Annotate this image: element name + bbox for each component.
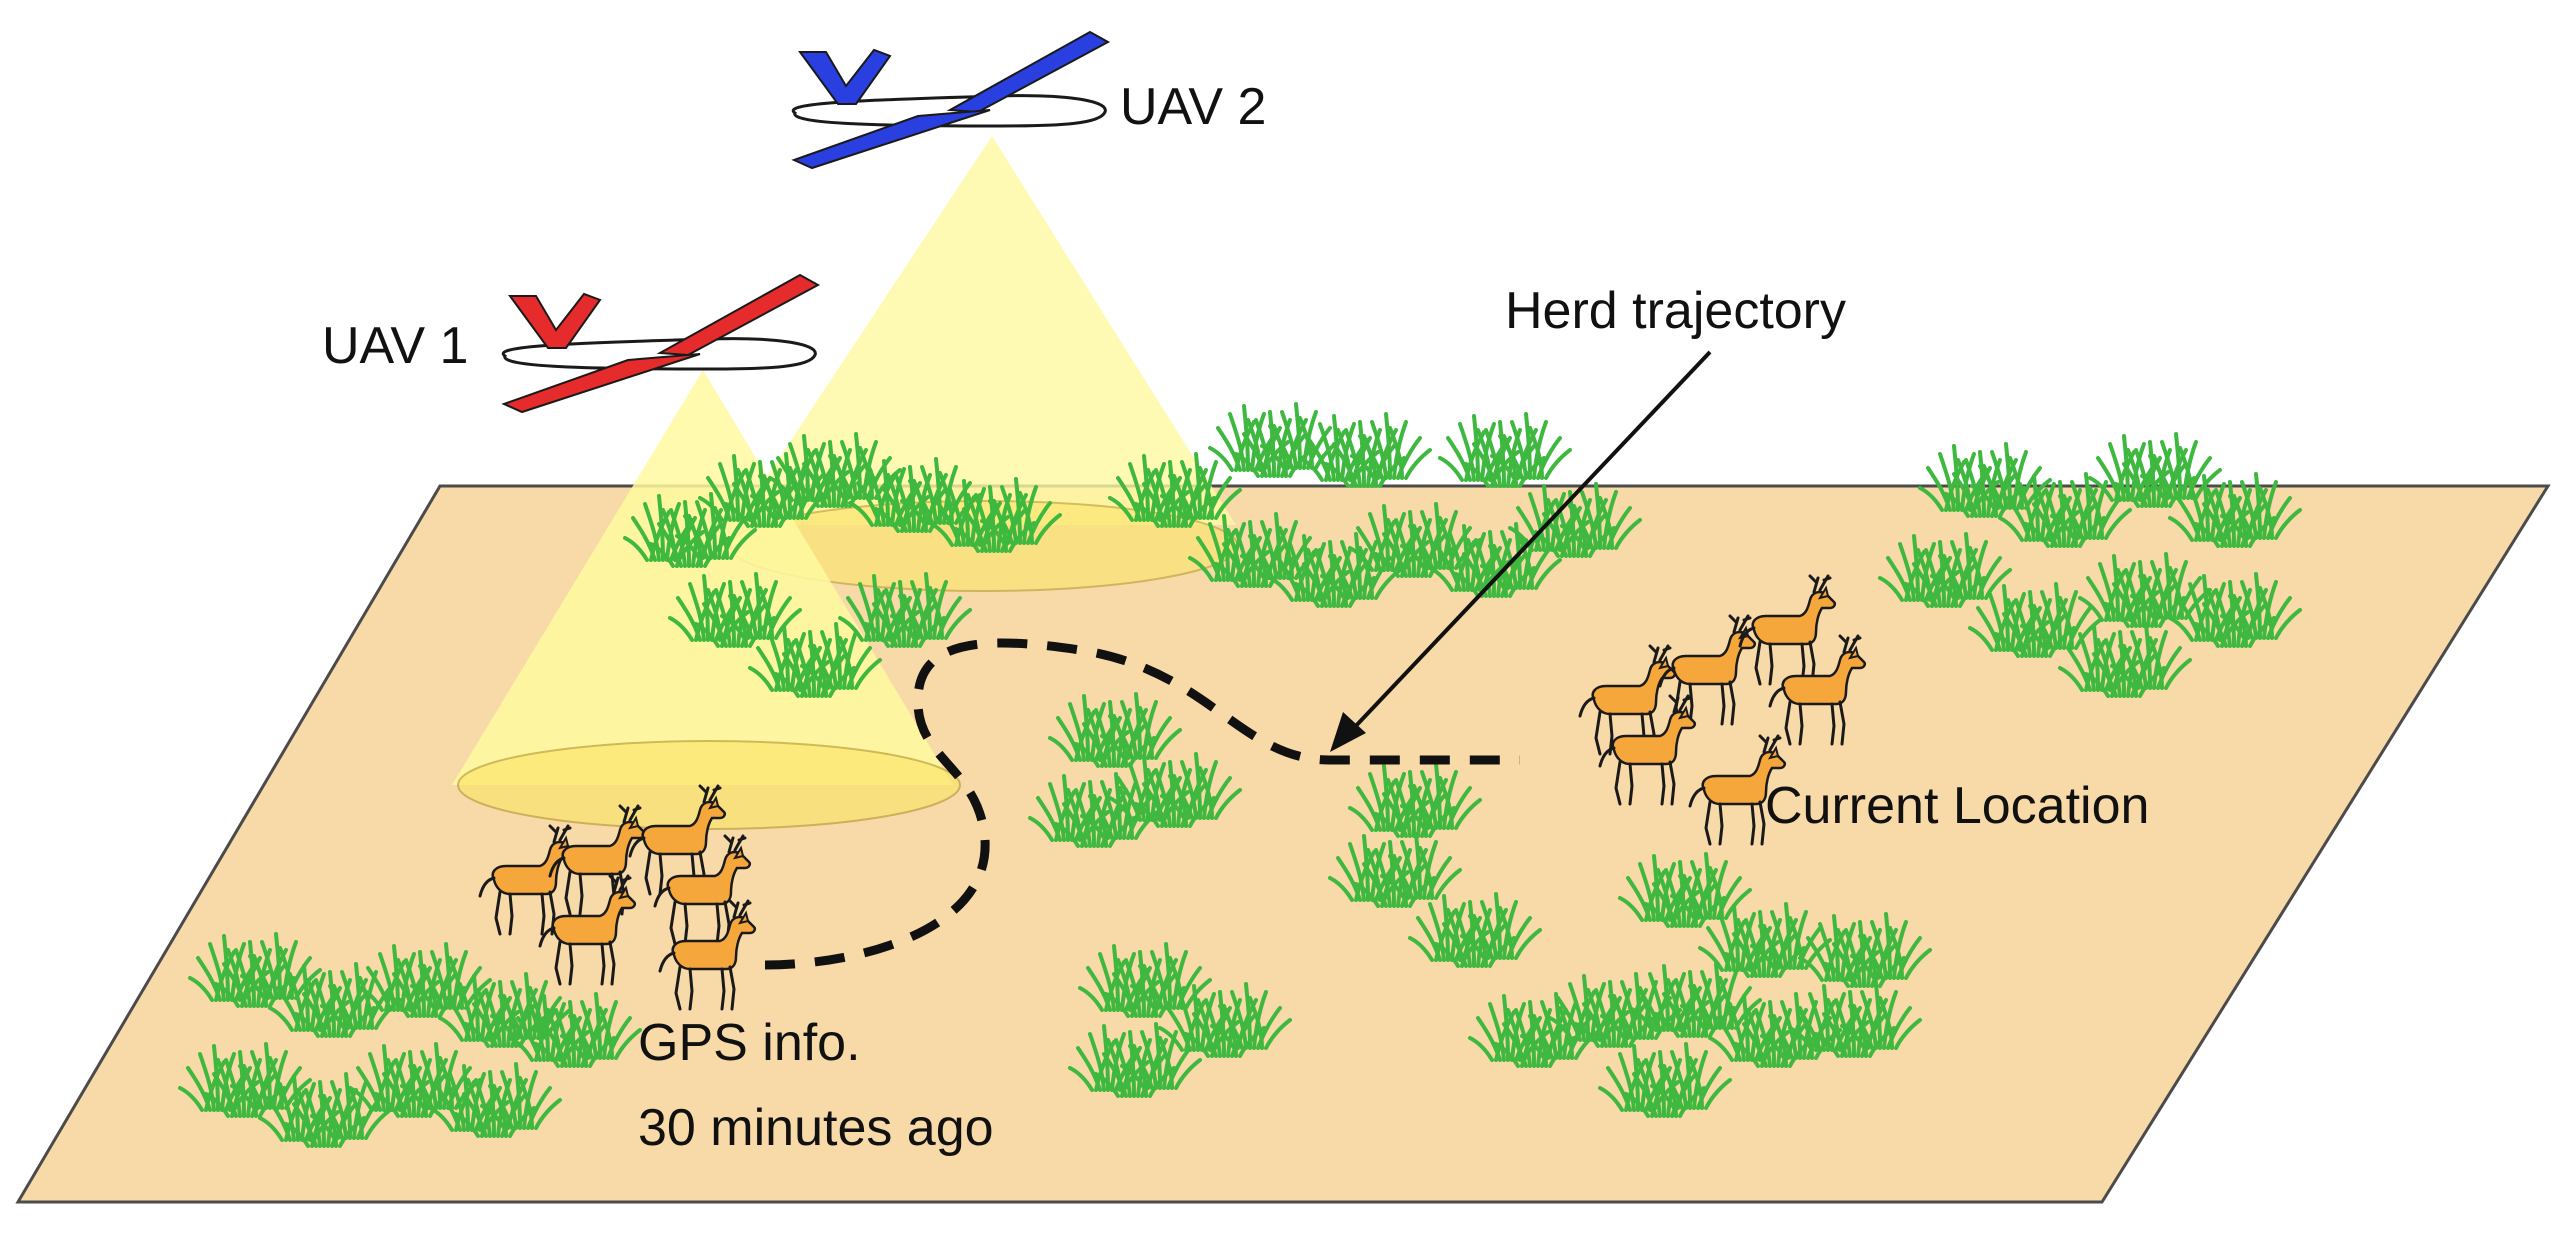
current-location-label: Current Location [1765,777,2149,835]
uav2-icon [791,30,1111,170]
herd-trajectory-arrow [1330,350,1712,752]
uav1-label: UAV 1 [322,317,468,375]
herd-trajectory-path [764,638,1520,970]
uav2-camera-cone [735,136,1236,525]
uav1-camera-footprint [457,740,961,830]
uav1-icon [501,273,821,414]
gps-info-age-label: 30 minutes ago [638,1099,994,1157]
gps-info-label: GPS info. [638,1014,861,1072]
herd-trajectory-label: Herd trajectory [1505,282,1846,340]
uav2-label: UAV 2 [1120,78,1266,136]
